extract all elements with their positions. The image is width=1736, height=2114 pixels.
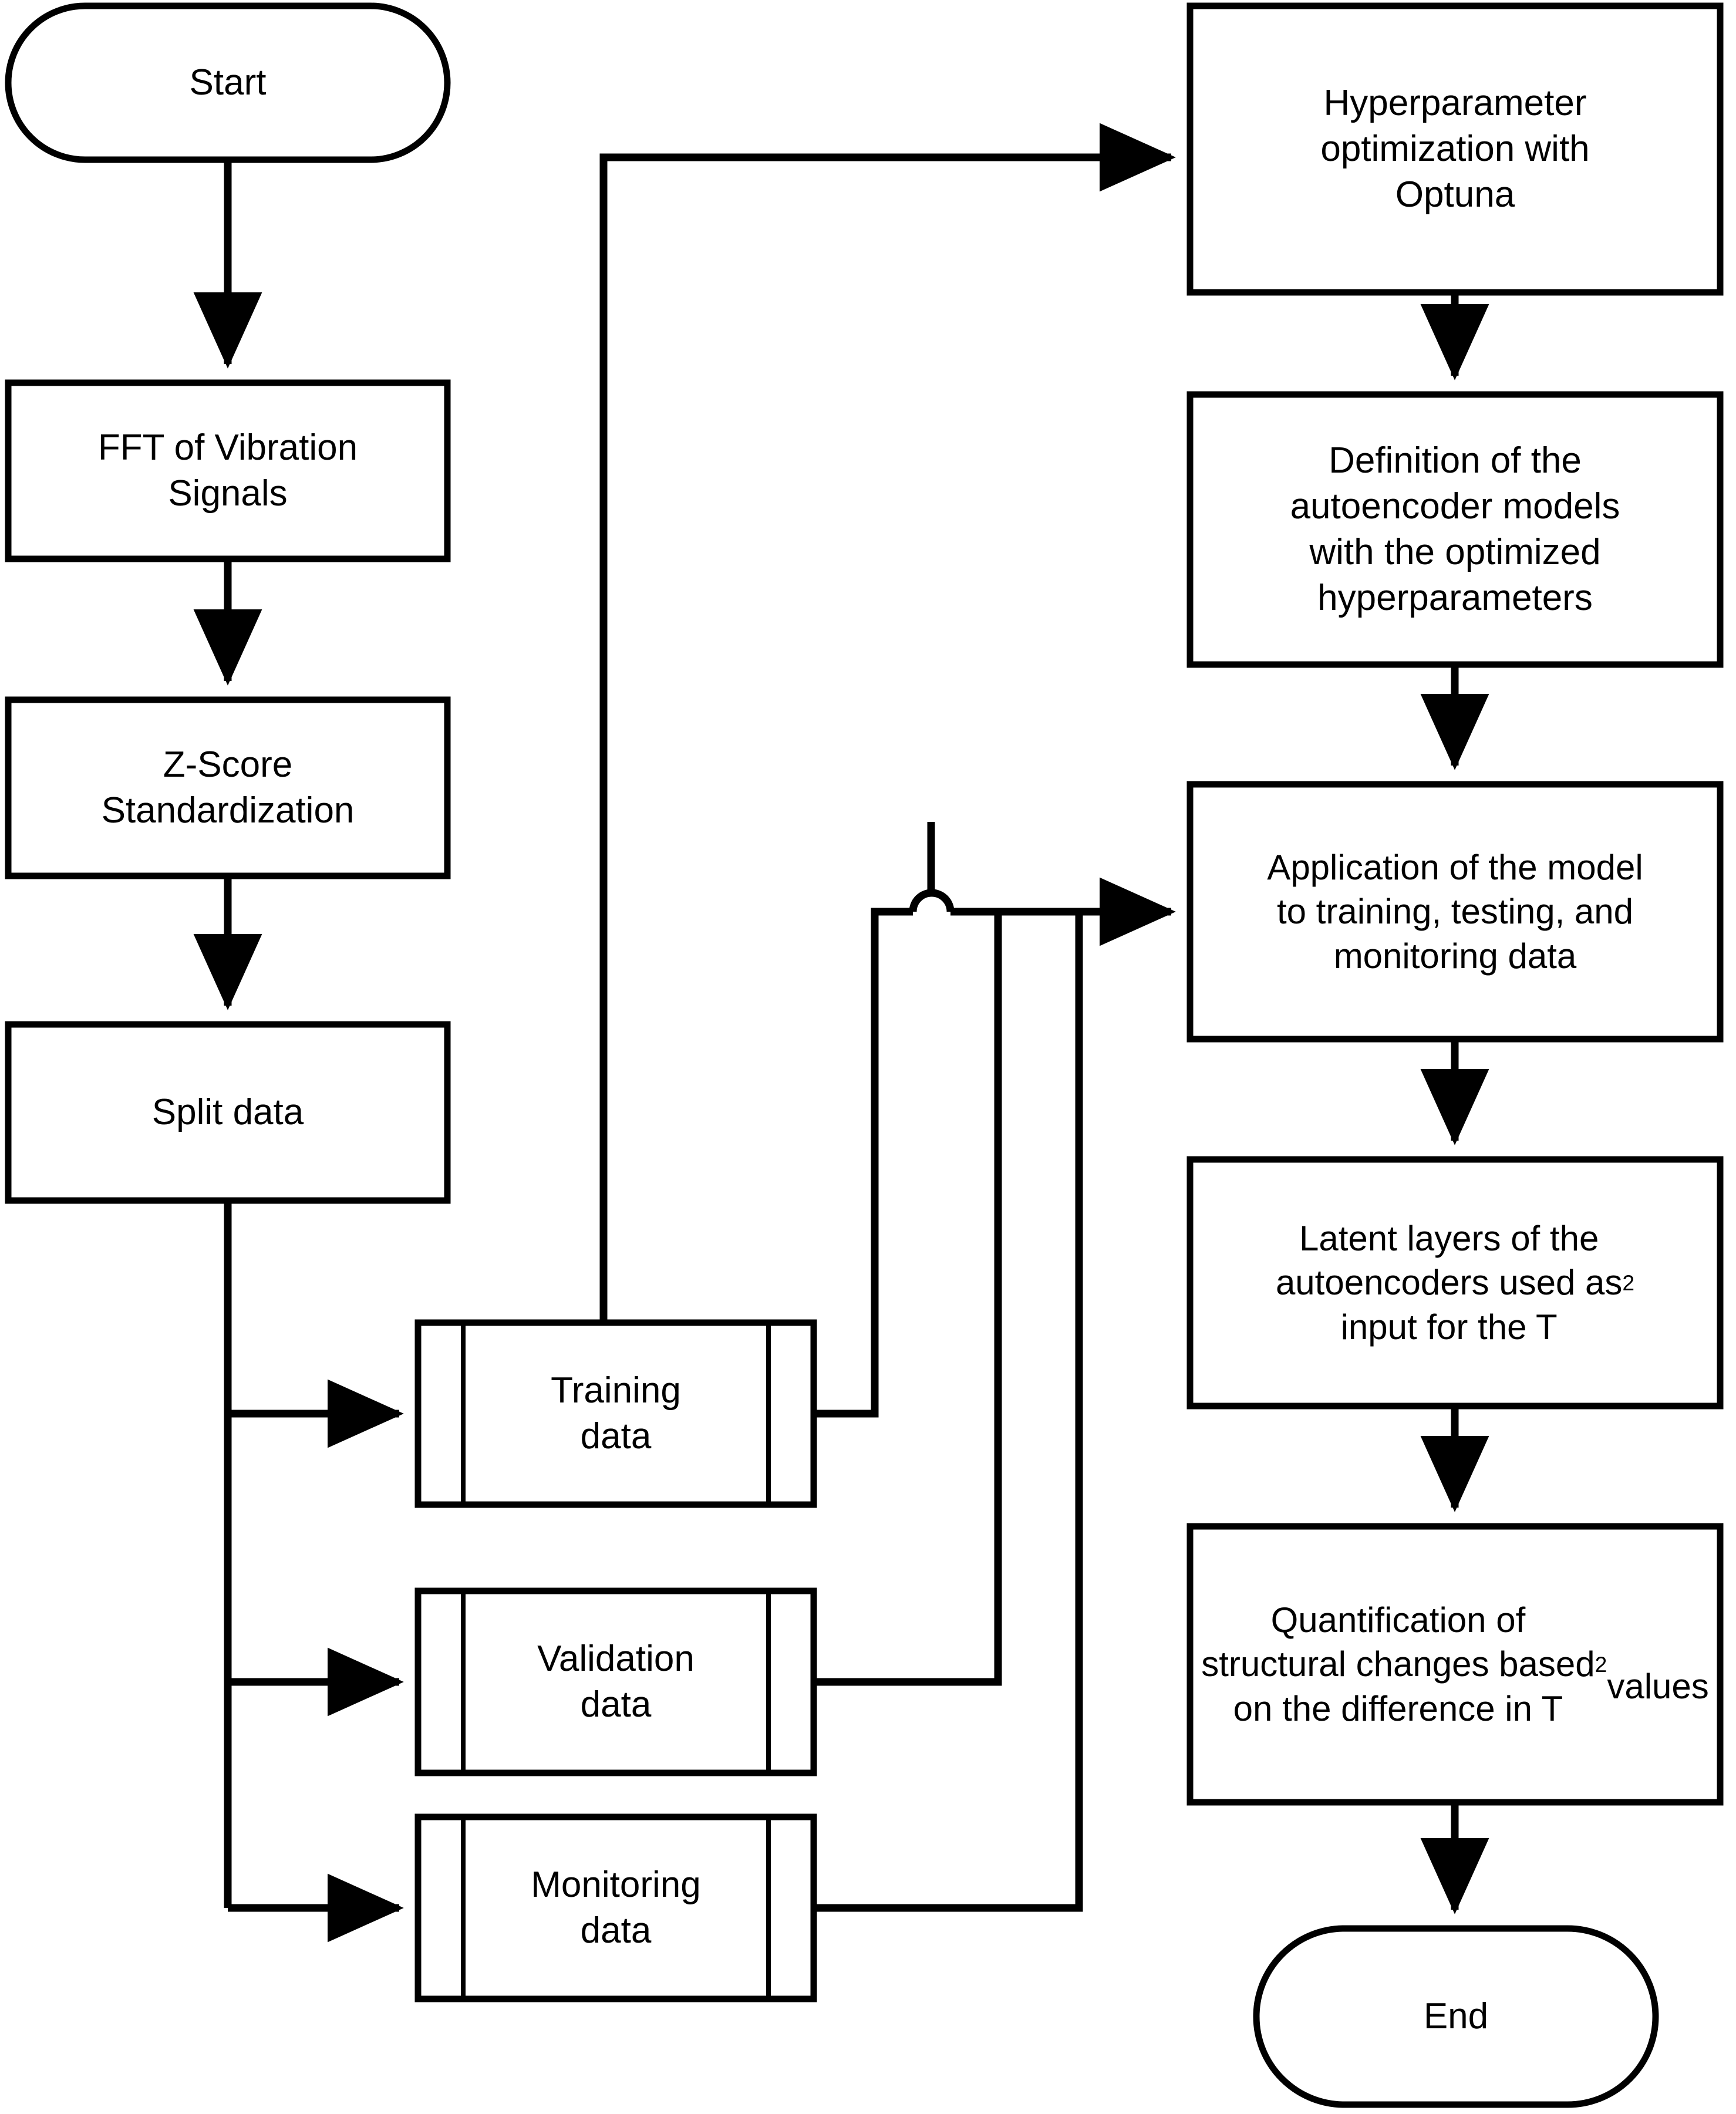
edge-monitoring-to-application (814, 912, 1083, 1912)
node-quantification-shape[interactable] (1186, 1523, 1724, 1806)
node-hyperopt-shape[interactable] (1186, 2, 1724, 296)
edge-split-to-data-nodes (224, 1201, 404, 1943)
edge-validation-to-application (814, 912, 1002, 1686)
node-split-shape[interactable] (5, 1021, 451, 1204)
node-training-shape[interactable] (414, 1319, 817, 1508)
edge-training-to-application (814, 877, 1176, 1418)
edge-training-to-hyperopt (599, 123, 1176, 1323)
node-start-shape[interactable] (5, 2, 451, 163)
node-monitoring-shape[interactable] (414, 1813, 817, 2002)
node-application-shape[interactable] (1186, 781, 1724, 1043)
node-zscore-shape[interactable] (5, 696, 451, 879)
node-end-shape[interactable] (1253, 1925, 1659, 2108)
node-fft-shape[interactable] (5, 379, 451, 562)
node-validation-shape[interactable] (414, 1587, 817, 1776)
node-definition-shape[interactable] (1186, 391, 1724, 668)
node-latent-shape[interactable] (1186, 1156, 1724, 1410)
